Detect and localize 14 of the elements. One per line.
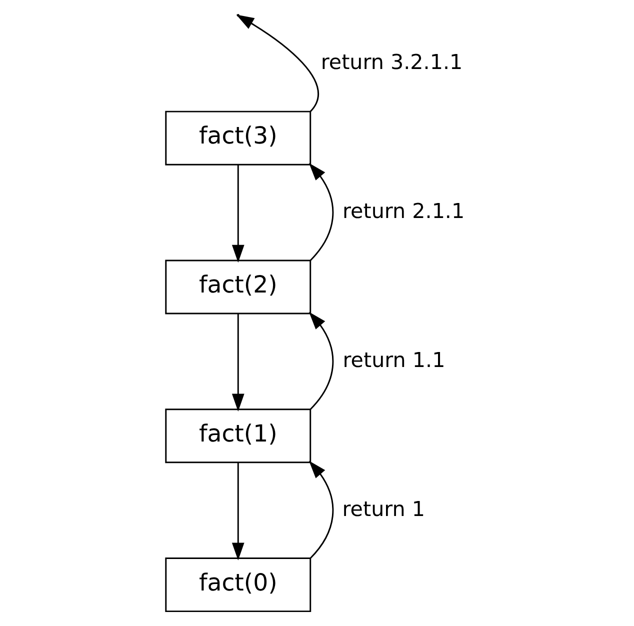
node-box: fact(3): [165, 110, 312, 166]
edge-label: return 2.1.1: [342, 199, 465, 224]
edge-label: return 1.1: [342, 348, 446, 372]
node-box: fact(2): [165, 260, 312, 314]
arrow: [308, 312, 334, 410]
node-box: fact(1): [165, 408, 312, 464]
edge-label: return 3.2.1.1: [320, 50, 463, 74]
arrow: [232, 314, 244, 412]
arrow: [232, 462, 244, 560]
edge-label: return 1: [342, 496, 426, 521]
arrow: [308, 162, 334, 261]
arrow: [308, 460, 334, 559]
arrow: [232, 165, 244, 263]
node-box: fact(0): [165, 558, 312, 612]
